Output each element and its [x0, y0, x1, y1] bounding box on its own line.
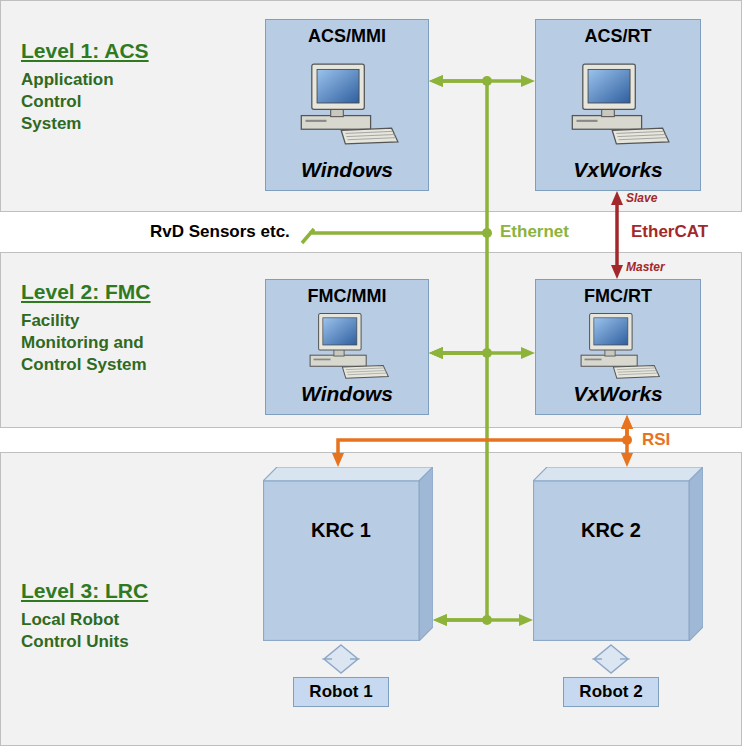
computer-name: FMC/MMI: [308, 286, 387, 307]
level-heading: Level 2: FMC: [21, 280, 151, 304]
robot-name: Robot 1: [309, 682, 372, 702]
computer-name: ACS/MMI: [308, 26, 386, 47]
computer-icon: [576, 311, 661, 379]
computer-box: ACS/MMI Windows: [265, 19, 429, 191]
level-description: Local Robot Control Units: [21, 609, 133, 653]
computer-name: ACS/RT: [585, 26, 652, 47]
computer-box: FMC/MMI Windows: [265, 279, 429, 415]
computer-icon: [305, 311, 390, 379]
controller-box: KRC 1: [263, 467, 433, 641]
bus-connector: [625, 422, 629, 460]
robot-box: Robot 2: [563, 677, 659, 707]
computer-box: FMC/RT VxWorks: [535, 279, 701, 415]
sensor-leader: [302, 229, 487, 243]
level-heading: Level 3: LRC: [21, 579, 148, 603]
connector-label: EtherCAT: [628, 222, 711, 242]
controller-name: KRC 1: [263, 519, 419, 542]
os-name: Windows: [301, 382, 393, 406]
level-description: Application Control System: [21, 69, 133, 135]
level-band: KRC 1 KRC 2 Robot 1 Robot 2 Level 3: LRC Loca…: [0, 452, 742, 746]
computer-name: FMC/RT: [584, 286, 652, 307]
level-band: FMC/MMI Windows FMC/RT VxWorks Level 2: FMC F…: [0, 252, 742, 428]
level-description: Facility Monitoring and Control System: [21, 310, 149, 376]
level-heading: Level 1: ACS: [21, 39, 149, 63]
os-name: Windows: [301, 158, 393, 182]
cabinet-shape: [533, 467, 703, 641]
connector-label: RSI: [639, 430, 673, 450]
sensor-note: RvD Sensors etc.: [150, 222, 290, 242]
port-role: Slave: [626, 191, 657, 205]
robot-name: Robot 2: [579, 682, 642, 702]
controller-box: KRC 2: [533, 467, 703, 641]
cabinet-shape: [263, 467, 433, 641]
level-caption: Level 3: LRC Local Robot Control Units: [21, 579, 148, 653]
level-caption: Level 2: FMC Facility Monitoring and Cont…: [21, 280, 151, 376]
controller-name: KRC 2: [533, 519, 689, 542]
level-caption: Level 1: ACS Application Control System: [21, 39, 149, 135]
port-role: Master: [626, 260, 665, 274]
computer-box: ACS/RT VxWorks: [535, 19, 701, 191]
os-name: VxWorks: [573, 158, 663, 182]
level-band: ACS/MMI Windows ACS/RT VxWorks Level 1: ACS A…: [0, 0, 742, 212]
computer-icon: [295, 61, 400, 145]
computer-icon: [566, 61, 671, 145]
os-name: VxWorks: [573, 382, 663, 406]
connector-label: Ethernet: [497, 222, 572, 242]
robot-box: Robot 1: [293, 677, 389, 707]
bus-connector: [615, 198, 619, 272]
